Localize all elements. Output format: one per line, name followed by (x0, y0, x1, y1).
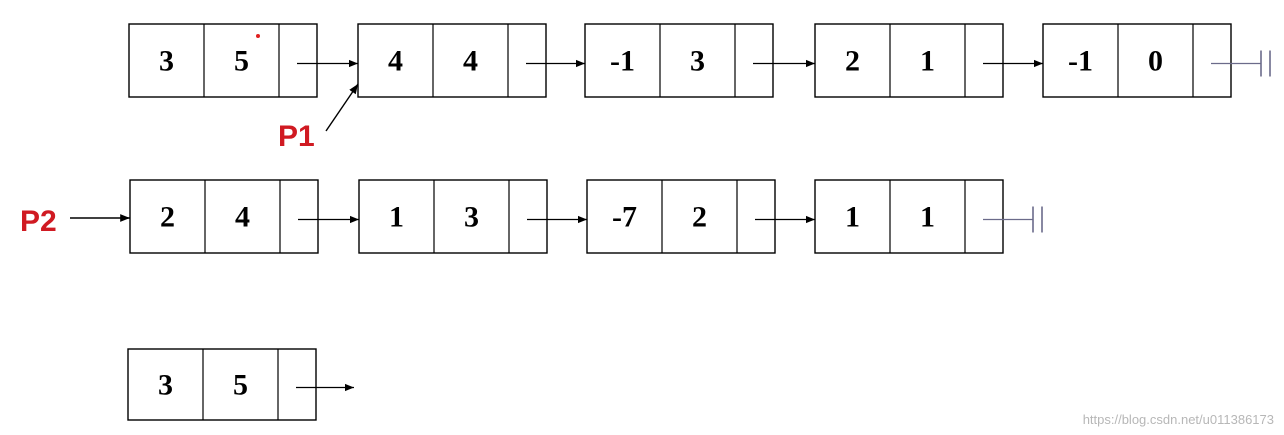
node-coefficient: 2 (160, 201, 175, 234)
list-node: -1 3 (584, 23, 815, 98)
list-node: -7 2 (586, 179, 815, 254)
watermark: https://blog.csdn.net/u011386173 (1082, 412, 1274, 427)
list-node: -1 0 (1042, 23, 1271, 98)
node-exponent: 2 (692, 201, 707, 234)
node-exponent: 5 (233, 369, 248, 402)
node-exponent: 1 (920, 201, 935, 234)
pointer-label-p1: P1 (278, 120, 315, 153)
node-coefficient: -1 (1068, 45, 1093, 78)
node-coefficient: 1 (389, 201, 404, 234)
node-exponent: 3 (690, 45, 705, 78)
node-exponent: 5 (234, 45, 249, 78)
node-exponent: 4 (463, 45, 478, 78)
node-coefficient: -1 (610, 45, 635, 78)
node-coefficient: 2 (845, 45, 860, 78)
node-coefficient: -7 (612, 201, 637, 234)
node-exponent: 0 (1148, 45, 1163, 78)
node-box (358, 179, 548, 254)
node-box (357, 23, 547, 98)
node-box (586, 179, 776, 254)
node-box (1042, 23, 1232, 98)
marker-dot (256, 34, 260, 38)
pointer-arrow-p1 (325, 83, 359, 132)
node-box (128, 23, 318, 98)
node-coefficient: 1 (845, 201, 860, 234)
node-coefficient: 4 (388, 45, 403, 78)
node-box (814, 23, 1004, 98)
node-coefficient: 3 (159, 45, 174, 78)
node-coefficient: 3 (158, 369, 173, 402)
node-exponent: 1 (920, 45, 935, 78)
node-box (584, 23, 774, 98)
node-box (129, 179, 319, 254)
node-box (814, 179, 1004, 254)
node-exponent: 3 (464, 201, 479, 234)
node-box (127, 348, 317, 421)
node-exponent: 4 (235, 201, 250, 234)
pointer-label-p2: P2 (20, 205, 57, 238)
